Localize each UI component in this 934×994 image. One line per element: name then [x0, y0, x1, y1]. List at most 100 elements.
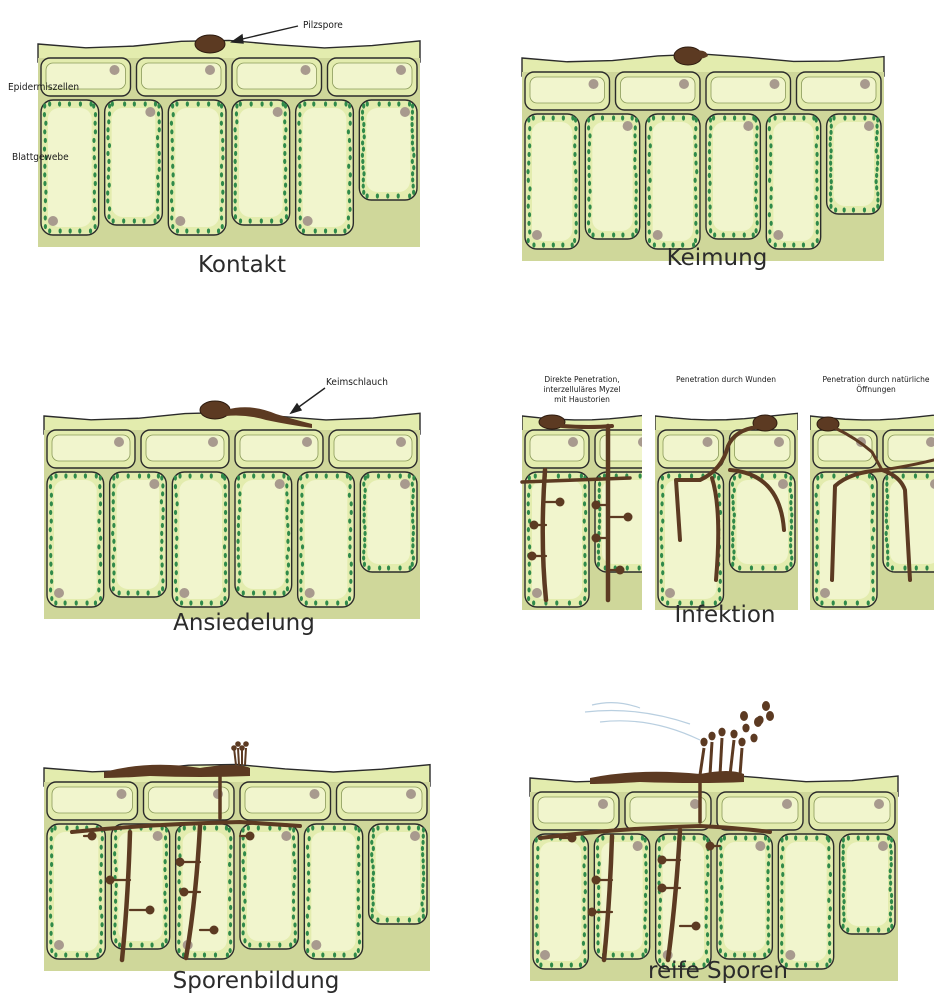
haustorium	[556, 498, 565, 507]
chloroplast	[284, 198, 287, 203]
chloroplast	[301, 570, 304, 575]
chloroplast	[902, 473, 905, 478]
chloroplast	[224, 527, 227, 532]
label-pilzspore: Pilzspore	[303, 20, 343, 31]
chloroplast	[694, 238, 697, 243]
chloroplast	[621, 115, 624, 120]
chloroplast	[93, 146, 96, 151]
haustorium	[692, 922, 701, 931]
chloroplast	[527, 204, 530, 209]
chloroplast	[422, 834, 425, 839]
chloroplast	[709, 204, 712, 209]
chloroplast	[422, 877, 425, 882]
chloroplast	[180, 600, 183, 605]
chloroplast	[842, 850, 845, 855]
chloroplast	[282, 590, 285, 595]
nucleus	[703, 437, 713, 447]
chloroplast	[220, 103, 223, 108]
chloroplast	[171, 224, 174, 229]
chloroplast	[816, 135, 819, 140]
chloroplast	[49, 879, 52, 884]
chloroplast	[113, 851, 116, 856]
chloroplast	[709, 117, 712, 122]
chloroplast	[829, 161, 832, 166]
nucleus	[773, 230, 783, 240]
chloroplast	[830, 185, 833, 190]
chloroplast	[354, 825, 357, 830]
chloroplast	[305, 473, 308, 478]
chloroplast	[321, 952, 324, 957]
chloroplast	[348, 544, 351, 549]
chloroplast	[421, 889, 424, 894]
chloroplast	[780, 855, 783, 860]
chloroplast	[237, 523, 240, 528]
chloroplast	[587, 125, 590, 130]
chloroplast	[283, 119, 286, 124]
chloroplast	[49, 905, 52, 910]
chloroplast	[666, 600, 669, 605]
chloroplast	[99, 870, 102, 875]
conidium	[738, 738, 745, 747]
haustorium	[706, 842, 715, 851]
chloroplast	[241, 930, 244, 935]
chloroplast	[170, 198, 173, 203]
chloroplast	[411, 110, 414, 115]
chloroplast	[574, 186, 577, 191]
chloroplast	[694, 160, 697, 165]
chloroplast	[411, 128, 414, 133]
chloroplast	[161, 523, 164, 528]
chloroplast	[743, 232, 746, 237]
chloroplast	[887, 927, 890, 932]
chloroplast	[596, 837, 599, 842]
chloroplast	[761, 565, 764, 570]
chloroplast	[99, 896, 102, 901]
chloroplast	[234, 167, 237, 172]
chloroplast	[98, 527, 101, 532]
chloroplast	[347, 224, 350, 229]
chloroplast	[528, 152, 531, 157]
chloroplast	[49, 931, 52, 936]
chloroplast	[648, 229, 651, 234]
released-spore	[754, 717, 762, 727]
haustorium	[210, 926, 219, 935]
chloroplast	[648, 195, 651, 200]
chloroplast	[720, 837, 723, 842]
chloroplast	[816, 204, 819, 209]
chloroplast	[780, 880, 783, 885]
chloroplast	[412, 555, 415, 560]
chloroplast	[754, 141, 757, 146]
chloroplast	[217, 101, 220, 106]
chloroplast	[160, 539, 163, 544]
chloroplast	[830, 179, 833, 184]
chloroplast	[242, 907, 245, 912]
chloroplast	[527, 510, 530, 515]
hypha	[562, 426, 612, 427]
chloroplast	[885, 500, 888, 505]
chloroplast	[285, 214, 288, 219]
chloroplast	[285, 507, 288, 512]
haustorium	[568, 834, 577, 843]
chloroplast	[528, 229, 531, 234]
chloroplast	[842, 911, 845, 916]
chloroplast	[571, 242, 574, 247]
chloroplast	[307, 862, 310, 867]
chloroplast	[588, 189, 591, 194]
chloroplast	[161, 562, 164, 567]
chloroplast	[872, 570, 875, 575]
chloroplast	[285, 206, 288, 211]
chloroplast	[94, 181, 97, 186]
chloroplast	[815, 518, 818, 523]
palisade-cell	[232, 100, 290, 225]
chloroplast	[914, 473, 917, 478]
chloroplast	[299, 146, 302, 151]
chloroplast	[814, 195, 817, 200]
chloroplast	[301, 484, 304, 489]
chloroplast	[580, 473, 583, 478]
chloroplast	[287, 562, 290, 567]
chloroplast	[210, 600, 213, 605]
chloroplast	[816, 186, 819, 191]
chloroplast	[347, 164, 350, 169]
chloroplast	[705, 915, 708, 920]
palisade-cell	[172, 472, 229, 607]
chloroplast	[829, 142, 832, 147]
